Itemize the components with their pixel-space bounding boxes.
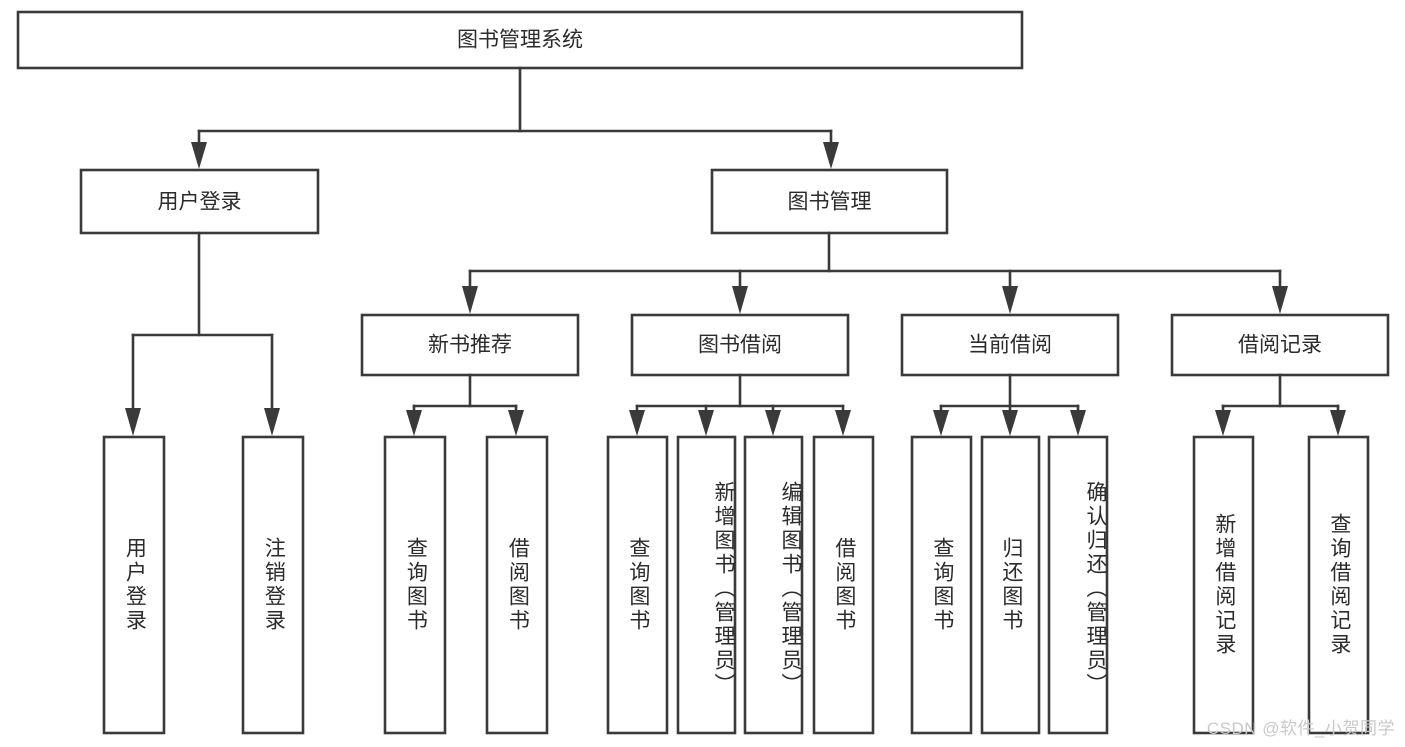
leaf-label-book-borrow-1: 新增图书（管理员） xyxy=(712,481,735,697)
node-new-book-recommend-box[interactable] xyxy=(360,313,580,377)
arrow-head-icon xyxy=(508,410,524,436)
connector-current-borrow-to-leaves xyxy=(933,373,1086,436)
leaf-label-book-borrow-0: 查询图书 xyxy=(626,537,650,633)
connector-book-borrow-to-leaves xyxy=(629,373,851,436)
arrow-head-icon xyxy=(264,408,280,436)
leaf-box-book-borrow-2[interactable] xyxy=(743,435,804,735)
connector-borrow-records-to-leaves xyxy=(1215,373,1346,436)
arrow-head-icon xyxy=(1272,286,1288,314)
leaf-label-new-book-0: 查询图书 xyxy=(404,537,428,633)
leaf-box-book-borrow-1[interactable] xyxy=(676,435,737,735)
connector-user-login-to-leaves xyxy=(125,231,280,436)
leaf-label-user-login-0: 用户登录 xyxy=(123,537,147,633)
arrow-head-icon xyxy=(835,410,851,436)
arrow-head-icon xyxy=(406,410,422,436)
arrow-head-icon xyxy=(765,410,781,436)
leaf-label-current-borrow-1: 归还图书 xyxy=(999,537,1023,633)
leaf-label-borrow-records-0: 新增借阅记录 xyxy=(1212,513,1236,657)
node-book-borrow-label: 图书借阅 xyxy=(698,334,782,357)
node-new-book-recommend[interactable]: 新书推荐 xyxy=(360,313,580,377)
connector-book-management-to-level3 xyxy=(462,231,1288,314)
arrow-head-icon xyxy=(732,286,748,314)
arrow-head-icon xyxy=(823,142,839,169)
leaf-box-new-book-0[interactable] xyxy=(383,435,447,735)
leaf-label-borrow-records-1: 查询借阅记录 xyxy=(1327,513,1351,657)
leaf-label-user-login-1: 注销登录 xyxy=(262,537,286,633)
leaf-label-current-borrow-0: 查询图书 xyxy=(930,537,954,633)
leaf-box-user-login-1[interactable] xyxy=(241,435,305,735)
node-root-box[interactable] xyxy=(16,10,1024,70)
watermark-text: CSDN @软件_小贺同学 xyxy=(1206,719,1395,738)
node-current-borrow[interactable]: 当前借阅 xyxy=(900,313,1120,377)
arrow-head-icon xyxy=(1002,286,1018,314)
node-root[interactable]: 图书管理系统 xyxy=(16,10,1024,70)
leaf-box-book-borrow-3[interactable] xyxy=(812,435,875,735)
leaf-box-current-borrow-2[interactable] xyxy=(1047,435,1109,735)
leaf-label-current-borrow-2: 确认归还（管理员） xyxy=(1084,481,1107,697)
node-new-book-recommend-label: 新书推荐 xyxy=(428,334,512,357)
node-current-borrow-label: 当前借阅 xyxy=(968,334,1052,357)
leaf-label-new-book-1: 借阅图书 xyxy=(506,537,530,633)
node-book-management[interactable]: 图书管理 xyxy=(710,168,949,235)
leaf-label-book-borrow-2: 编辑图书（管理员） xyxy=(779,481,802,697)
node-book-borrow-box[interactable] xyxy=(630,313,850,377)
leaf-box-new-book-1[interactable] xyxy=(485,435,549,735)
leaf-box-current-borrow-0[interactable] xyxy=(910,435,973,735)
node-borrow-records-label: 借阅记录 xyxy=(1238,334,1322,357)
leaf-box-current-borrow-1[interactable] xyxy=(980,435,1041,735)
arrow-head-icon xyxy=(933,410,949,436)
arrow-head-icon xyxy=(125,408,141,436)
node-borrow-records-box[interactable] xyxy=(1170,313,1390,377)
leaf-box-user-login-0[interactable] xyxy=(102,435,166,735)
connector-root-to-level2 xyxy=(191,66,839,169)
leaf-box-borrow-records-1[interactable] xyxy=(1307,435,1370,735)
node-user-login[interactable]: 用户登录 xyxy=(79,168,320,235)
arrow-head-icon xyxy=(629,410,645,436)
arrow-head-icon xyxy=(1215,410,1231,436)
arrow-head-icon xyxy=(1070,410,1086,436)
arrow-head-icon xyxy=(1002,410,1018,436)
leaf-box-borrow-records-0[interactable] xyxy=(1192,435,1255,735)
node-book-management-box[interactable] xyxy=(710,168,949,235)
connector-new-book-recommend-to-leaves xyxy=(406,373,524,436)
arrow-head-icon xyxy=(462,286,478,314)
node-root-label: 图书管理系统 xyxy=(457,29,583,52)
arrow-head-icon xyxy=(1330,410,1346,436)
arrow-head-icon xyxy=(191,142,207,169)
node-book-management-label: 图书管理 xyxy=(788,191,872,214)
node-user-login-label: 用户登录 xyxy=(158,191,242,214)
node-book-borrow[interactable]: 图书借阅 xyxy=(630,313,850,377)
leaf-label-book-borrow-3: 借阅图书 xyxy=(832,537,856,633)
leaf-box-book-borrow-0[interactable] xyxy=(606,435,669,735)
arrow-head-icon xyxy=(698,410,714,436)
node-user-login-box[interactable] xyxy=(79,168,320,235)
node-borrow-records[interactable]: 借阅记录 xyxy=(1170,313,1390,377)
